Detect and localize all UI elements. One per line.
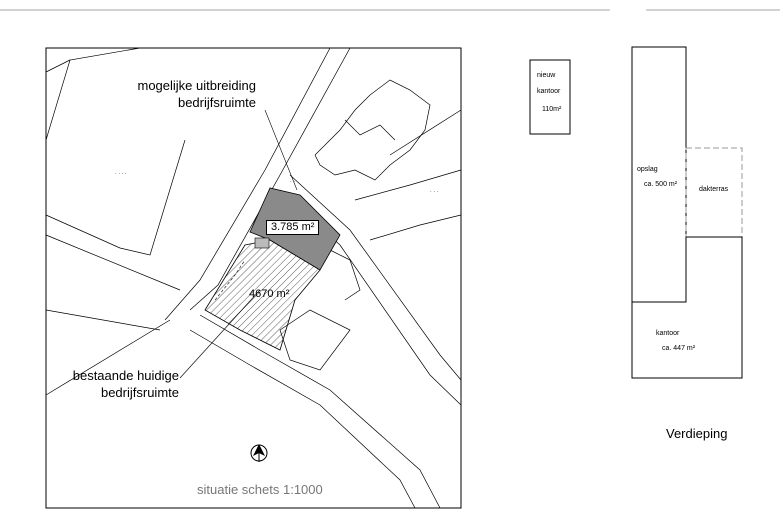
small-annex [254,237,270,249]
north-arrow-icon [250,444,268,462]
label-bestaand-line1: bestaande huidige [72,368,179,383]
area-uitbreiding: 3.785 m² [266,220,320,235]
label-bestaand-line2: bedrijfsruimte [100,385,179,400]
leader-uitbreiding [264,109,298,191]
site-plan-frame [45,47,462,509]
kantoor-box-line2: kantoor [537,88,561,95]
label-uitbreiding-line1: mogelijke uitbreiding [137,78,256,93]
area-bestaand: 4670 m² [249,288,290,300]
opslag-area: ca. 500 m² [644,181,678,188]
kantoor-box-line3: 110m² [542,106,562,113]
label-bestaand: bestaande huidige bedrijfsruimte [73,367,179,401]
opslag-label: opslag [637,166,658,173]
site-plan-title: situatie schets 1:1000 [197,482,323,497]
parcel-label: . . . . [115,170,127,176]
site-plan-linework [45,47,462,509]
label-uitbreiding: mogelijke uitbreiding bedrijfsruimte [137,77,256,111]
leader-bestaand [179,289,261,379]
existing-building [204,239,321,351]
opslag-room [631,46,687,303]
label-uitbreiding-line2: bedrijfsruimte [177,95,256,110]
dakterras-label: dakterras [699,186,729,193]
kantoor-box [529,59,571,135]
kantoor-room [631,236,743,379]
kantoor-box-line1: nieuw [537,72,556,79]
parcel-label: . . [290,178,296,184]
kantoor-label: kantoor [656,330,680,337]
floor-plan-title: Verdieping [666,426,728,441]
kantoor-area: ca. 447 m² [662,345,696,352]
parcel-label: . . . [430,188,439,194]
